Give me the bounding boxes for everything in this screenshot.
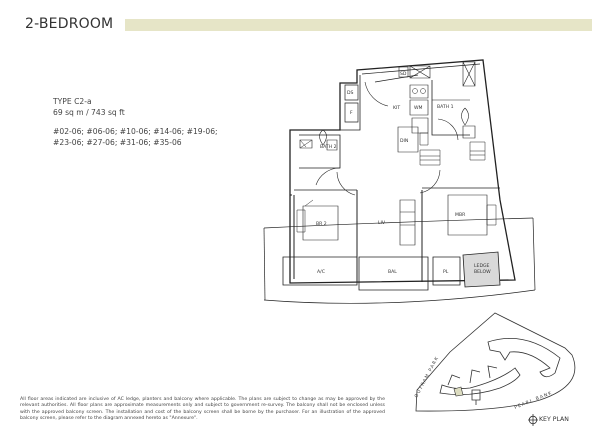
- room-label-sd: SD: [400, 71, 407, 77]
- room-label-bath-2: BATH 2: [320, 144, 337, 150]
- room-label-br-2: BR 2: [316, 221, 327, 227]
- disclaimer-text: All floor areas indicated are inclusive …: [20, 397, 385, 421]
- page-title: 2-BEDROOM: [25, 16, 114, 32]
- north-compass-icon: [528, 414, 538, 426]
- room-label-f: F: [350, 110, 353, 116]
- key-plan-unit-highlight: [453, 386, 464, 397]
- unit-numbers-line-2: #23-06; #27-06; #31-06; #35-06: [53, 138, 182, 147]
- room-label-wm: WM: [414, 105, 423, 111]
- street-label-pearl-bank: PEARL BANK: [514, 390, 554, 411]
- key-plan-label: KEY PLAN: [539, 416, 569, 423]
- unit-info: TYPE C2-a 69 sq m / 743 sq ft #02-06; #0…: [53, 96, 218, 148]
- room-label-din: DIN: [400, 138, 408, 144]
- title-accent-bar: [125, 19, 592, 31]
- room-label-pl: PL: [443, 269, 449, 275]
- unit-type: TYPE C2-a: [53, 97, 92, 106]
- unit-numbers-line-1: #02-06; #06-06; #10-06; #14-06; #19-06;: [53, 127, 218, 136]
- room-label-ds: DS: [347, 90, 354, 96]
- unit-area: 69 sq m / 743 sq ft: [53, 108, 125, 117]
- room-label-ledge: LEDGE: [474, 263, 490, 269]
- room-label-bath-1: BATH 1: [437, 104, 454, 110]
- room-label-below: BELOW: [474, 269, 491, 275]
- room-label-kit: KIT: [393, 105, 400, 111]
- room-label-liv: LIV: [378, 220, 386, 226]
- ledge-below-area: [462, 251, 501, 288]
- room-label-mbr: MBR: [455, 212, 466, 218]
- street-label-outram-park: OUTRAM PARK: [413, 355, 440, 399]
- room-label-bal: BAL: [388, 269, 397, 275]
- room-label-ac: A/C: [317, 269, 325, 275]
